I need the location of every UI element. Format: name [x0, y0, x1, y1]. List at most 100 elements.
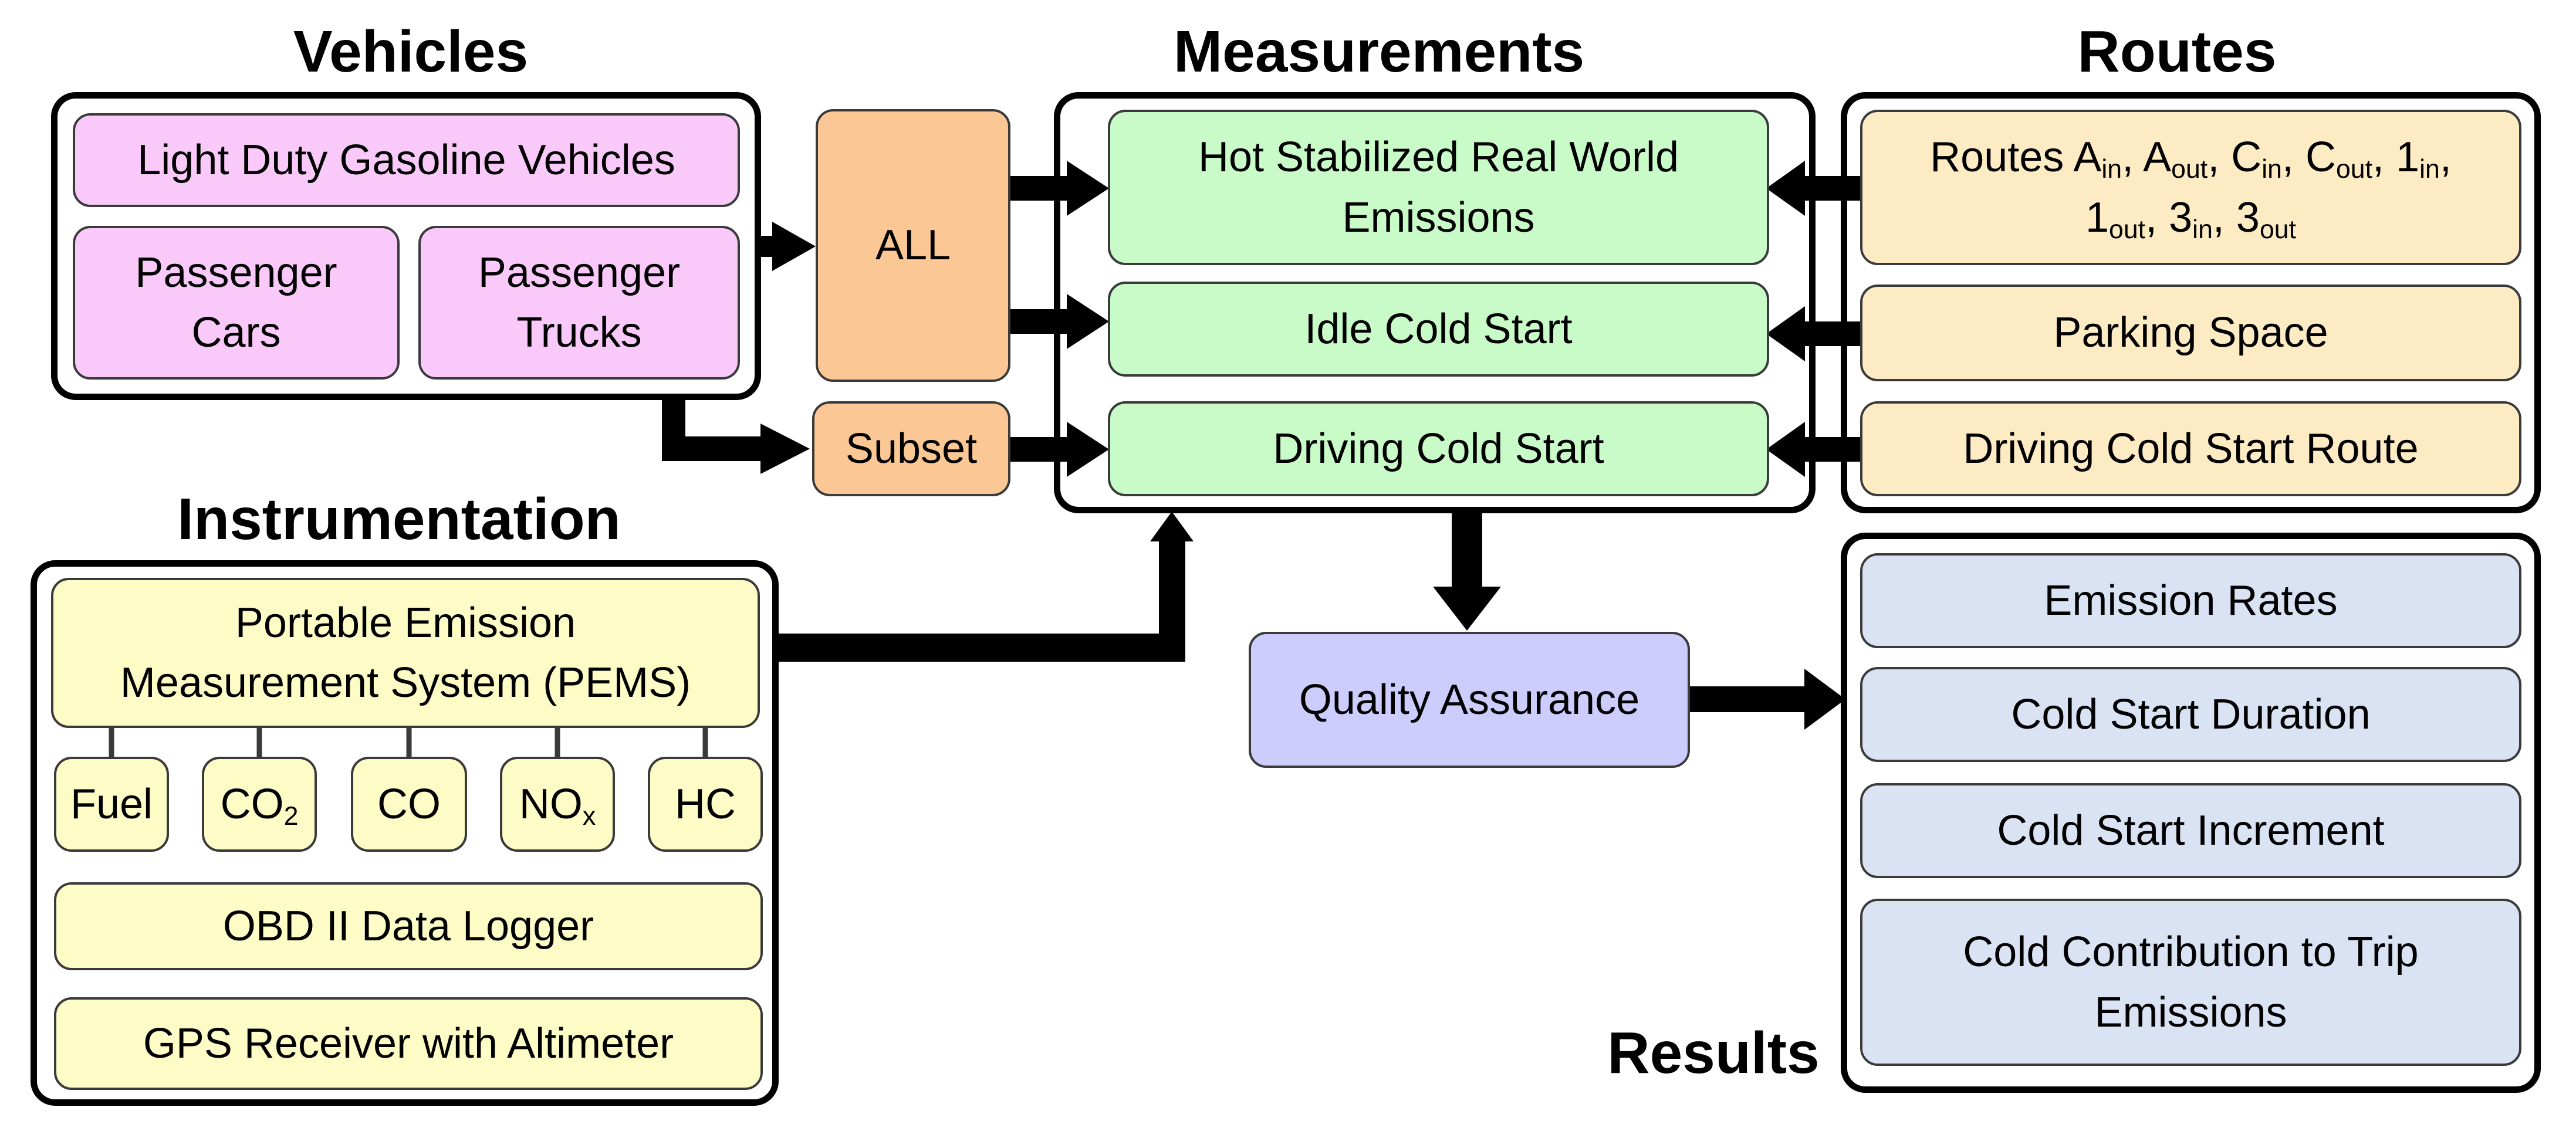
vehicles-title: Vehicles	[293, 19, 529, 84]
idle-cold-start-box: Idle Cold Start	[1108, 282, 1769, 377]
route-token-base: C	[2305, 134, 2336, 181]
pems-box: Portable Emission Measurement System (PE…	[51, 578, 760, 728]
route-token-sep: ,	[2212, 194, 2236, 241]
hot-stabilized-label: Hot Stabilized Real World Emissions	[1198, 127, 1679, 247]
sensor-base: HC	[675, 780, 736, 828]
sensor-sub: x	[582, 802, 596, 831]
arrow-subset-to-driving	[1010, 437, 1069, 462]
route-token-base: 1	[2396, 134, 2420, 181]
pems-line-2: Measurement System (PEMS)	[120, 659, 691, 706]
arrow-route-to-hot	[1803, 176, 1865, 201]
cold-contribution-label: Cold Contribution to Trip Emissions	[1963, 922, 2418, 1042]
arrowhead-subset-to-driving	[1067, 422, 1109, 477]
route-token-base: 3	[2169, 194, 2193, 241]
route-token: 1out,	[2085, 194, 2169, 243]
sensor-base: Fuel	[70, 780, 153, 828]
sensor-sub: 2	[283, 802, 299, 831]
route-token: Cin,	[2231, 134, 2305, 182]
gps-label: GPS Receiver with Altimeter	[143, 1020, 674, 1067]
passenger-trucks-line-2: Trucks	[516, 309, 642, 356]
quality-assurance-box: Quality Assurance	[1249, 632, 1690, 768]
route-token-sub: out	[2335, 155, 2373, 184]
arrowhead-qa-to-results	[1804, 669, 1845, 730]
arrow-parking-to-idle	[1803, 321, 1865, 346]
route-token-sep: ,	[2281, 134, 2305, 181]
route-token-sep: ,	[2122, 134, 2144, 181]
quality-assurance-label: Quality Assurance	[1299, 676, 1640, 723]
driving-cold-start-box: Driving Cold Start	[1108, 401, 1769, 496]
cold-contribution-line-1: Cold Contribution to Trip	[1963, 929, 2419, 976]
cold-contribution-line-2: Emissions	[2094, 988, 2287, 1036]
obd-label: OBD II Data Logger	[222, 902, 594, 950]
arrowhead-vehicles-to-subset	[760, 424, 810, 474]
sensor-fuel: Fuel	[54, 757, 169, 852]
cold-start-duration-label: Cold Start Duration	[2011, 690, 2371, 738]
sensor-label: CO	[377, 774, 441, 834]
arrow-all-to-idle	[1010, 309, 1069, 334]
route-token-base: A	[2073, 134, 2102, 181]
route-token-sub: in	[2419, 155, 2440, 184]
route-list-prefix: Routes	[1930, 134, 2074, 181]
route-token-base: 1	[2085, 194, 2110, 241]
pems-line-1: Portable Emission	[235, 599, 576, 646]
all-label: ALL	[875, 222, 951, 269]
route-token-sep: ,	[2145, 194, 2169, 241]
route-token-base: A	[2143, 134, 2172, 181]
passenger-cars-box: Passenger Cars	[73, 226, 400, 380]
emission-rates-label: Emission Rates	[2044, 577, 2338, 624]
passenger-cars-label: Passenger Cars	[135, 243, 337, 363]
route-list-line-2: 1out, 3in, 3out	[1930, 188, 2452, 248]
driving-route-box: Driving Cold Start Route	[1860, 401, 2521, 496]
emission-rates-box: Emission Rates	[1860, 553, 2521, 648]
passenger-trucks-box: Passenger Trucks	[418, 226, 740, 380]
route-token: 3out	[2236, 194, 2296, 244]
flow-arrows	[662, 161, 1865, 730]
arrow-qa-to-results	[1690, 686, 1807, 712]
route-token-sub: out	[2259, 215, 2296, 244]
route-list-box: Routes Ain, Aout, Cin, Cout, 1in, 1out, …	[1860, 110, 2521, 265]
arrow-vehicles-to-all	[761, 236, 775, 257]
hot-stabilized-box: Hot Stabilized Real World Emissions	[1108, 110, 1769, 265]
sensor-label: Fuel	[70, 774, 153, 834]
sensor-base: NO	[519, 780, 583, 828]
route-list-label: Routes Ain, Aout, Cin, Cout, 1in, 1out, …	[1930, 127, 2452, 247]
route-token: Aout,	[2143, 134, 2231, 184]
arrowhead-all-to-hot	[1067, 161, 1109, 216]
sensor-hc: HC	[648, 757, 763, 852]
route-token-base: 3	[2236, 194, 2260, 241]
arrowhead-vehicles-to-all	[772, 222, 816, 271]
route-list-line-1: Routes Ain, Aout, Cin, Cout, 1in,	[1930, 127, 2452, 187]
arrowhead-route-to-driving	[1766, 422, 1805, 477]
cold-start-increment-label: Cold Start Increment	[1997, 807, 2385, 854]
route-token-sub: in	[2192, 215, 2213, 244]
arrowhead-parking-to-idle	[1766, 306, 1805, 361]
cold-start-duration-box: Cold Start Duration	[1860, 667, 2521, 762]
passenger-trucks-line-1: Passenger	[478, 249, 681, 296]
passenger-cars-line-2: Cars	[191, 309, 281, 356]
ldgv-box: Light Duty Gasoline Vehicles	[73, 113, 740, 207]
arrowhead-instrumentation-to-measurements	[1150, 512, 1194, 541]
sensor-nox: NOx	[500, 757, 615, 852]
measurements-title: Measurements	[1173, 19, 1585, 84]
route-token-base: C	[2231, 134, 2262, 181]
hot-stabilized-line-1: Hot Stabilized Real World	[1198, 134, 1679, 181]
arrow-route-to-driving	[1803, 437, 1865, 462]
subset-box: Subset	[812, 401, 1010, 496]
sensor-label: CO2	[221, 774, 299, 834]
passenger-cars-line-1: Passenger	[135, 249, 337, 296]
idle-cold-start-label: Idle Cold Start	[1304, 305, 1573, 353]
driving-route-label: Driving Cold Start Route	[1963, 425, 2419, 472]
sensor-label: HC	[675, 774, 736, 834]
route-token: Cout,	[2305, 134, 2396, 184]
obd-box: OBD II Data Logger	[54, 882, 763, 970]
route-token-sub: out	[2171, 155, 2208, 184]
passenger-trucks-label: Passenger Trucks	[478, 243, 680, 363]
routes-title: Routes	[2077, 19, 2277, 84]
cold-contribution-box: Cold Contribution to Trip Emissions	[1860, 899, 2521, 1066]
parking-space-box: Parking Space	[1860, 285, 2521, 381]
arrow-vehicles-to-subset	[662, 400, 763, 461]
arrow-measurements-to-qa	[1452, 513, 1482, 590]
subset-label: Subset	[845, 425, 978, 472]
arrow-instrumentation-to-measurements	[779, 537, 1185, 662]
